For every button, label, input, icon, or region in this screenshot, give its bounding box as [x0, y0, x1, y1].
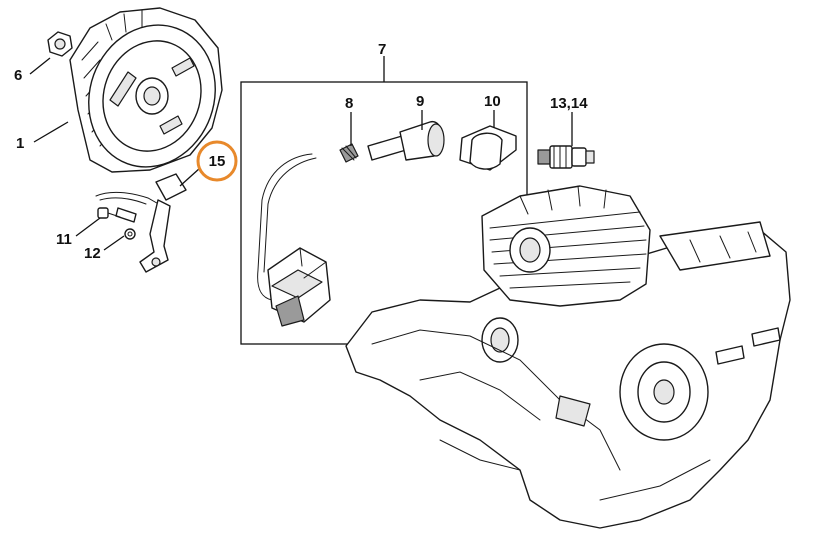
flywheel-part[interactable] [69, 7, 235, 185]
nut-part[interactable] [47, 31, 73, 57]
boot-cap-part[interactable] [459, 125, 517, 171]
callout-7: 7 [378, 41, 386, 58]
callout-8: 8 [345, 95, 353, 112]
leader-lines [29, 56, 573, 251]
spring-part[interactable] [339, 143, 359, 163]
washer-part[interactable] [124, 228, 136, 240]
callout-15: 15 [209, 153, 226, 170]
callout-9: 9 [416, 93, 424, 110]
highlight-ring [196, 140, 238, 182]
callout-10: 10 [484, 93, 501, 110]
spark-plug-boot-part[interactable] [367, 121, 445, 161]
spark-plug-part[interactable] [537, 145, 595, 169]
short-circuit-wire-part[interactable] [95, 173, 187, 273]
callout-1: 1 [16, 135, 24, 152]
callout-11: 11 [56, 231, 72, 248]
engine-housing [345, 185, 791, 529]
screw-part[interactable] [97, 207, 121, 219]
callout-13-14: 13,14 [550, 95, 588, 112]
callout-6: 6 [14, 67, 22, 84]
ignition-module-part[interactable] [257, 153, 331, 327]
callout-15-highlight[interactable]: 15 [196, 140, 238, 182]
callout-12: 12 [84, 245, 101, 262]
